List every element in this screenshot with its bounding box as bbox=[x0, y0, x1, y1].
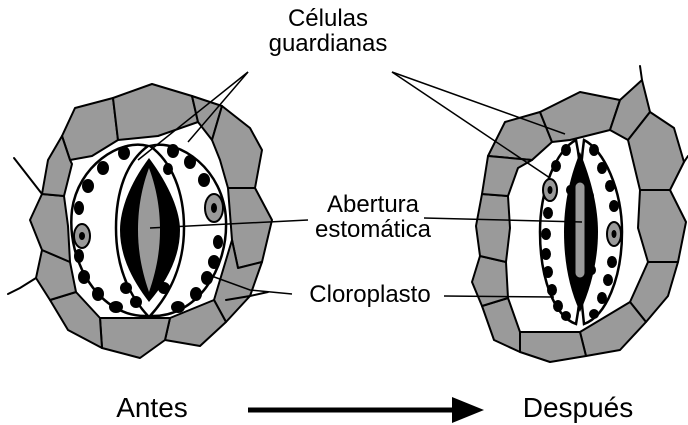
stomatal-opening-label: Abertura estomática bbox=[298, 192, 448, 242]
stomatal-opening-label-line2: estomática bbox=[298, 217, 448, 242]
before-label: Antes bbox=[92, 393, 212, 423]
guard-cells-leader-after-2 bbox=[392, 72, 565, 134]
pore-slit bbox=[575, 182, 585, 278]
stoma-before bbox=[8, 84, 272, 358]
before-after-arrow bbox=[248, 397, 484, 423]
chloroplast-leader-after bbox=[444, 296, 554, 297]
stoma-after bbox=[472, 66, 688, 362]
guard-cells-label: Células guardianas bbox=[248, 6, 408, 56]
chloroplast-label: Cloroplasto bbox=[294, 282, 446, 307]
after-label: Después bbox=[508, 393, 648, 423]
guard-cells-label-line1: Células bbox=[248, 6, 408, 31]
guard-cells-label-line2: guardianas bbox=[248, 31, 408, 56]
stomatal-opening-label-line1: Abertura bbox=[298, 192, 448, 217]
